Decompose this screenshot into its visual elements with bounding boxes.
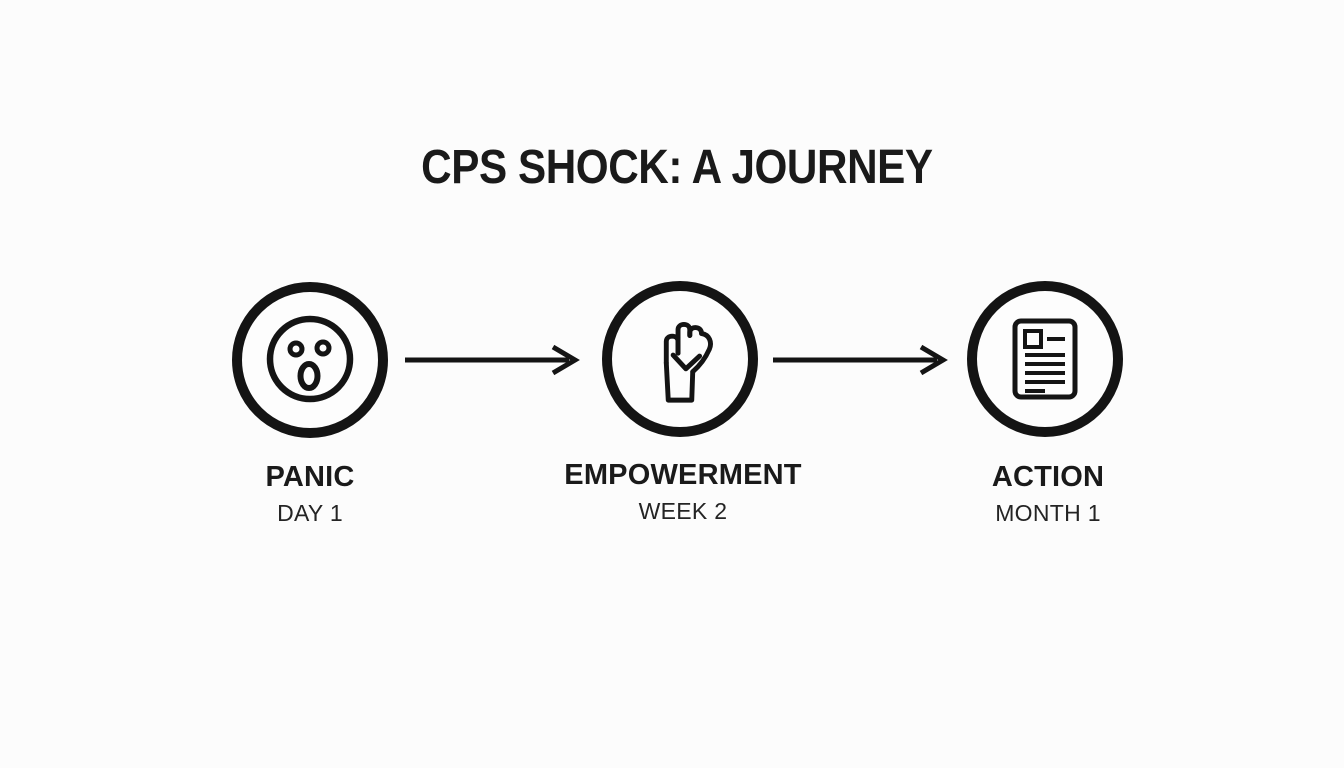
stage-sublabel: WEEK 2 <box>638 498 728 524</box>
stage-label: EMPOWERMENT <box>564 459 802 491</box>
stage-labels-panic: PANIC DAY 1 <box>150 461 470 526</box>
stage-label: ACTION <box>991 461 1105 493</box>
shocked-face-icon <box>260 310 360 410</box>
arrow-right-icon <box>403 338 583 382</box>
stage-labels-empowerment: EMPOWERMENT WEEK 2 <box>523 459 843 524</box>
stage-label: PANIC <box>265 461 355 493</box>
stage-sublabel: MONTH 1 <box>995 500 1101 526</box>
document-icon <box>1012 318 1078 400</box>
stage-sublabel: DAY 1 <box>277 500 343 526</box>
page-title-text: CPS SHOCK: A JOURNEY <box>421 141 934 194</box>
stage-circle-action <box>967 281 1123 437</box>
page-title: CPS SHOCK: A JOURNEY <box>0 140 1344 195</box>
raised-fist-icon <box>644 312 716 406</box>
stage-circle-panic <box>232 282 388 438</box>
stage-labels-action: ACTION MONTH 1 <box>888 461 1208 526</box>
stage-circle-empowerment <box>602 281 758 437</box>
arrow-right-icon <box>771 338 951 382</box>
